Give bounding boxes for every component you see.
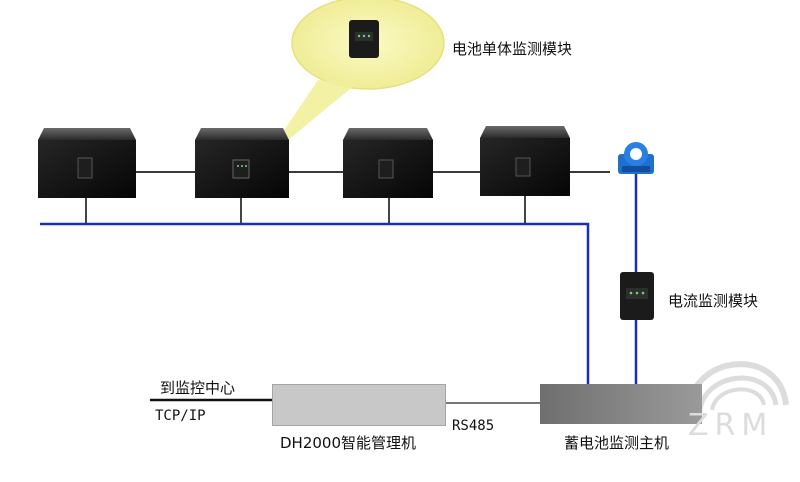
tcp-ip-label: TCP/IP: [155, 408, 206, 424]
battery-2: [195, 128, 289, 198]
battery-4: [480, 126, 570, 196]
battery-drop-wires: [85, 192, 526, 224]
blue-bus-line: [40, 222, 590, 386]
dh2000-box: [272, 384, 446, 426]
current-sensor-icon: [618, 142, 654, 174]
current-module-device-icon: [620, 272, 654, 320]
host-box: [540, 384, 702, 424]
to-monitor-center-label: 到监控中心: [160, 379, 236, 397]
battery-3: [343, 128, 433, 198]
zrm-logo: [687, 361, 789, 411]
zrm-watermark-text: ZRM: [688, 408, 774, 443]
rs485-label: RS485: [452, 418, 495, 434]
cell-module-label: 电池单体监测模块: [452, 40, 573, 58]
current-module-label: 电流监测模块: [668, 292, 759, 310]
battery-1: [38, 128, 136, 198]
cell-module-device-icon: [349, 20, 379, 58]
dh2000-label: DH2000智能管理机: [280, 434, 417, 452]
host-label: 蓄电池监测主机: [564, 434, 670, 452]
